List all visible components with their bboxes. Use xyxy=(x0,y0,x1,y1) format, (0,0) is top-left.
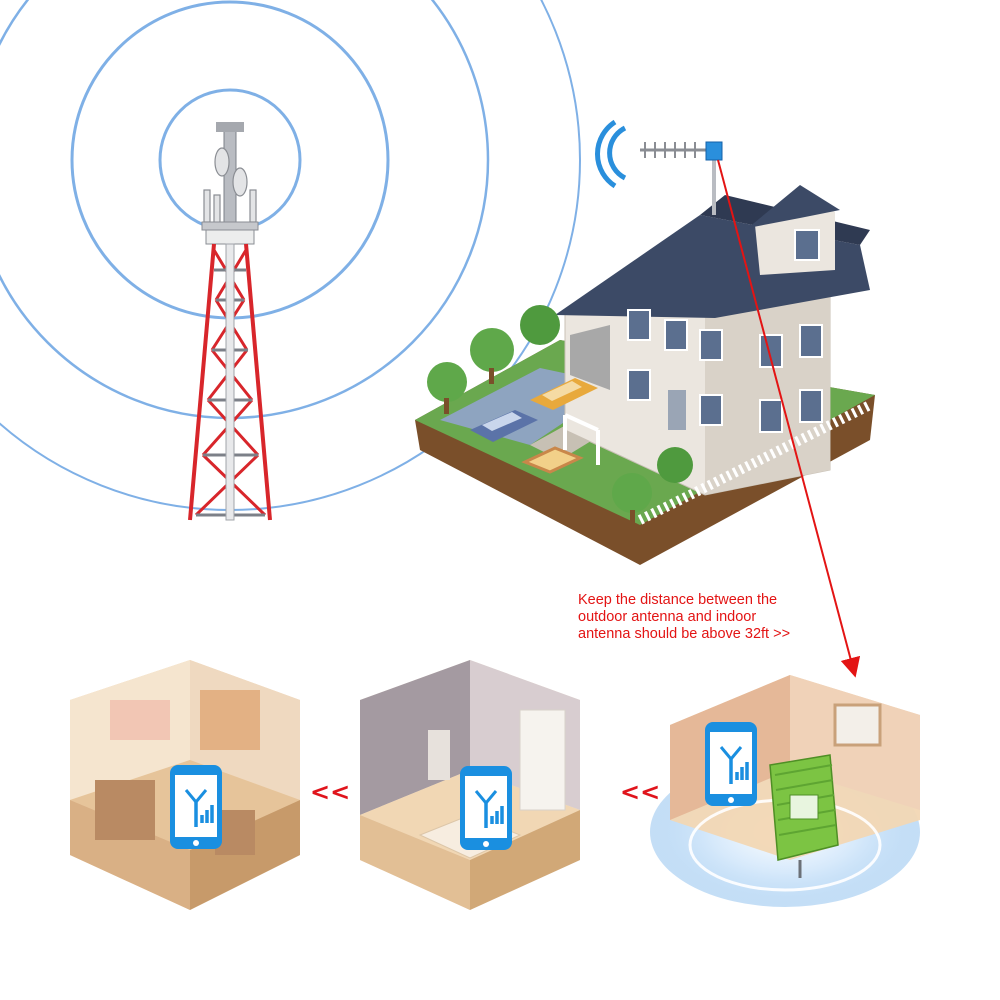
distance-note-line-1: Keep the distance between the xyxy=(578,592,778,608)
house-windows xyxy=(627,309,823,433)
phone-icon-room2 xyxy=(460,766,512,850)
cable-arrow xyxy=(717,159,861,678)
flow-arrow-1: << xyxy=(310,778,350,806)
house-scene xyxy=(415,119,875,565)
distance-note-line-2: outdoor antenna and indoor xyxy=(578,609,757,625)
cell-tower xyxy=(188,122,272,521)
phone-icon-room3 xyxy=(705,722,757,806)
phone-icon-room1 xyxy=(170,765,222,849)
trees xyxy=(427,305,693,524)
cars xyxy=(470,378,598,442)
outdoor-antenna xyxy=(595,119,723,215)
tower-antenna-panels xyxy=(203,147,257,226)
flow-arrow-2: << xyxy=(620,778,660,806)
distance-note-line-3: antenna should be above 32ft >> xyxy=(578,626,791,642)
distance-note: Keep the distance between the outdoor an… xyxy=(578,592,838,643)
signal-booster xyxy=(769,754,839,878)
